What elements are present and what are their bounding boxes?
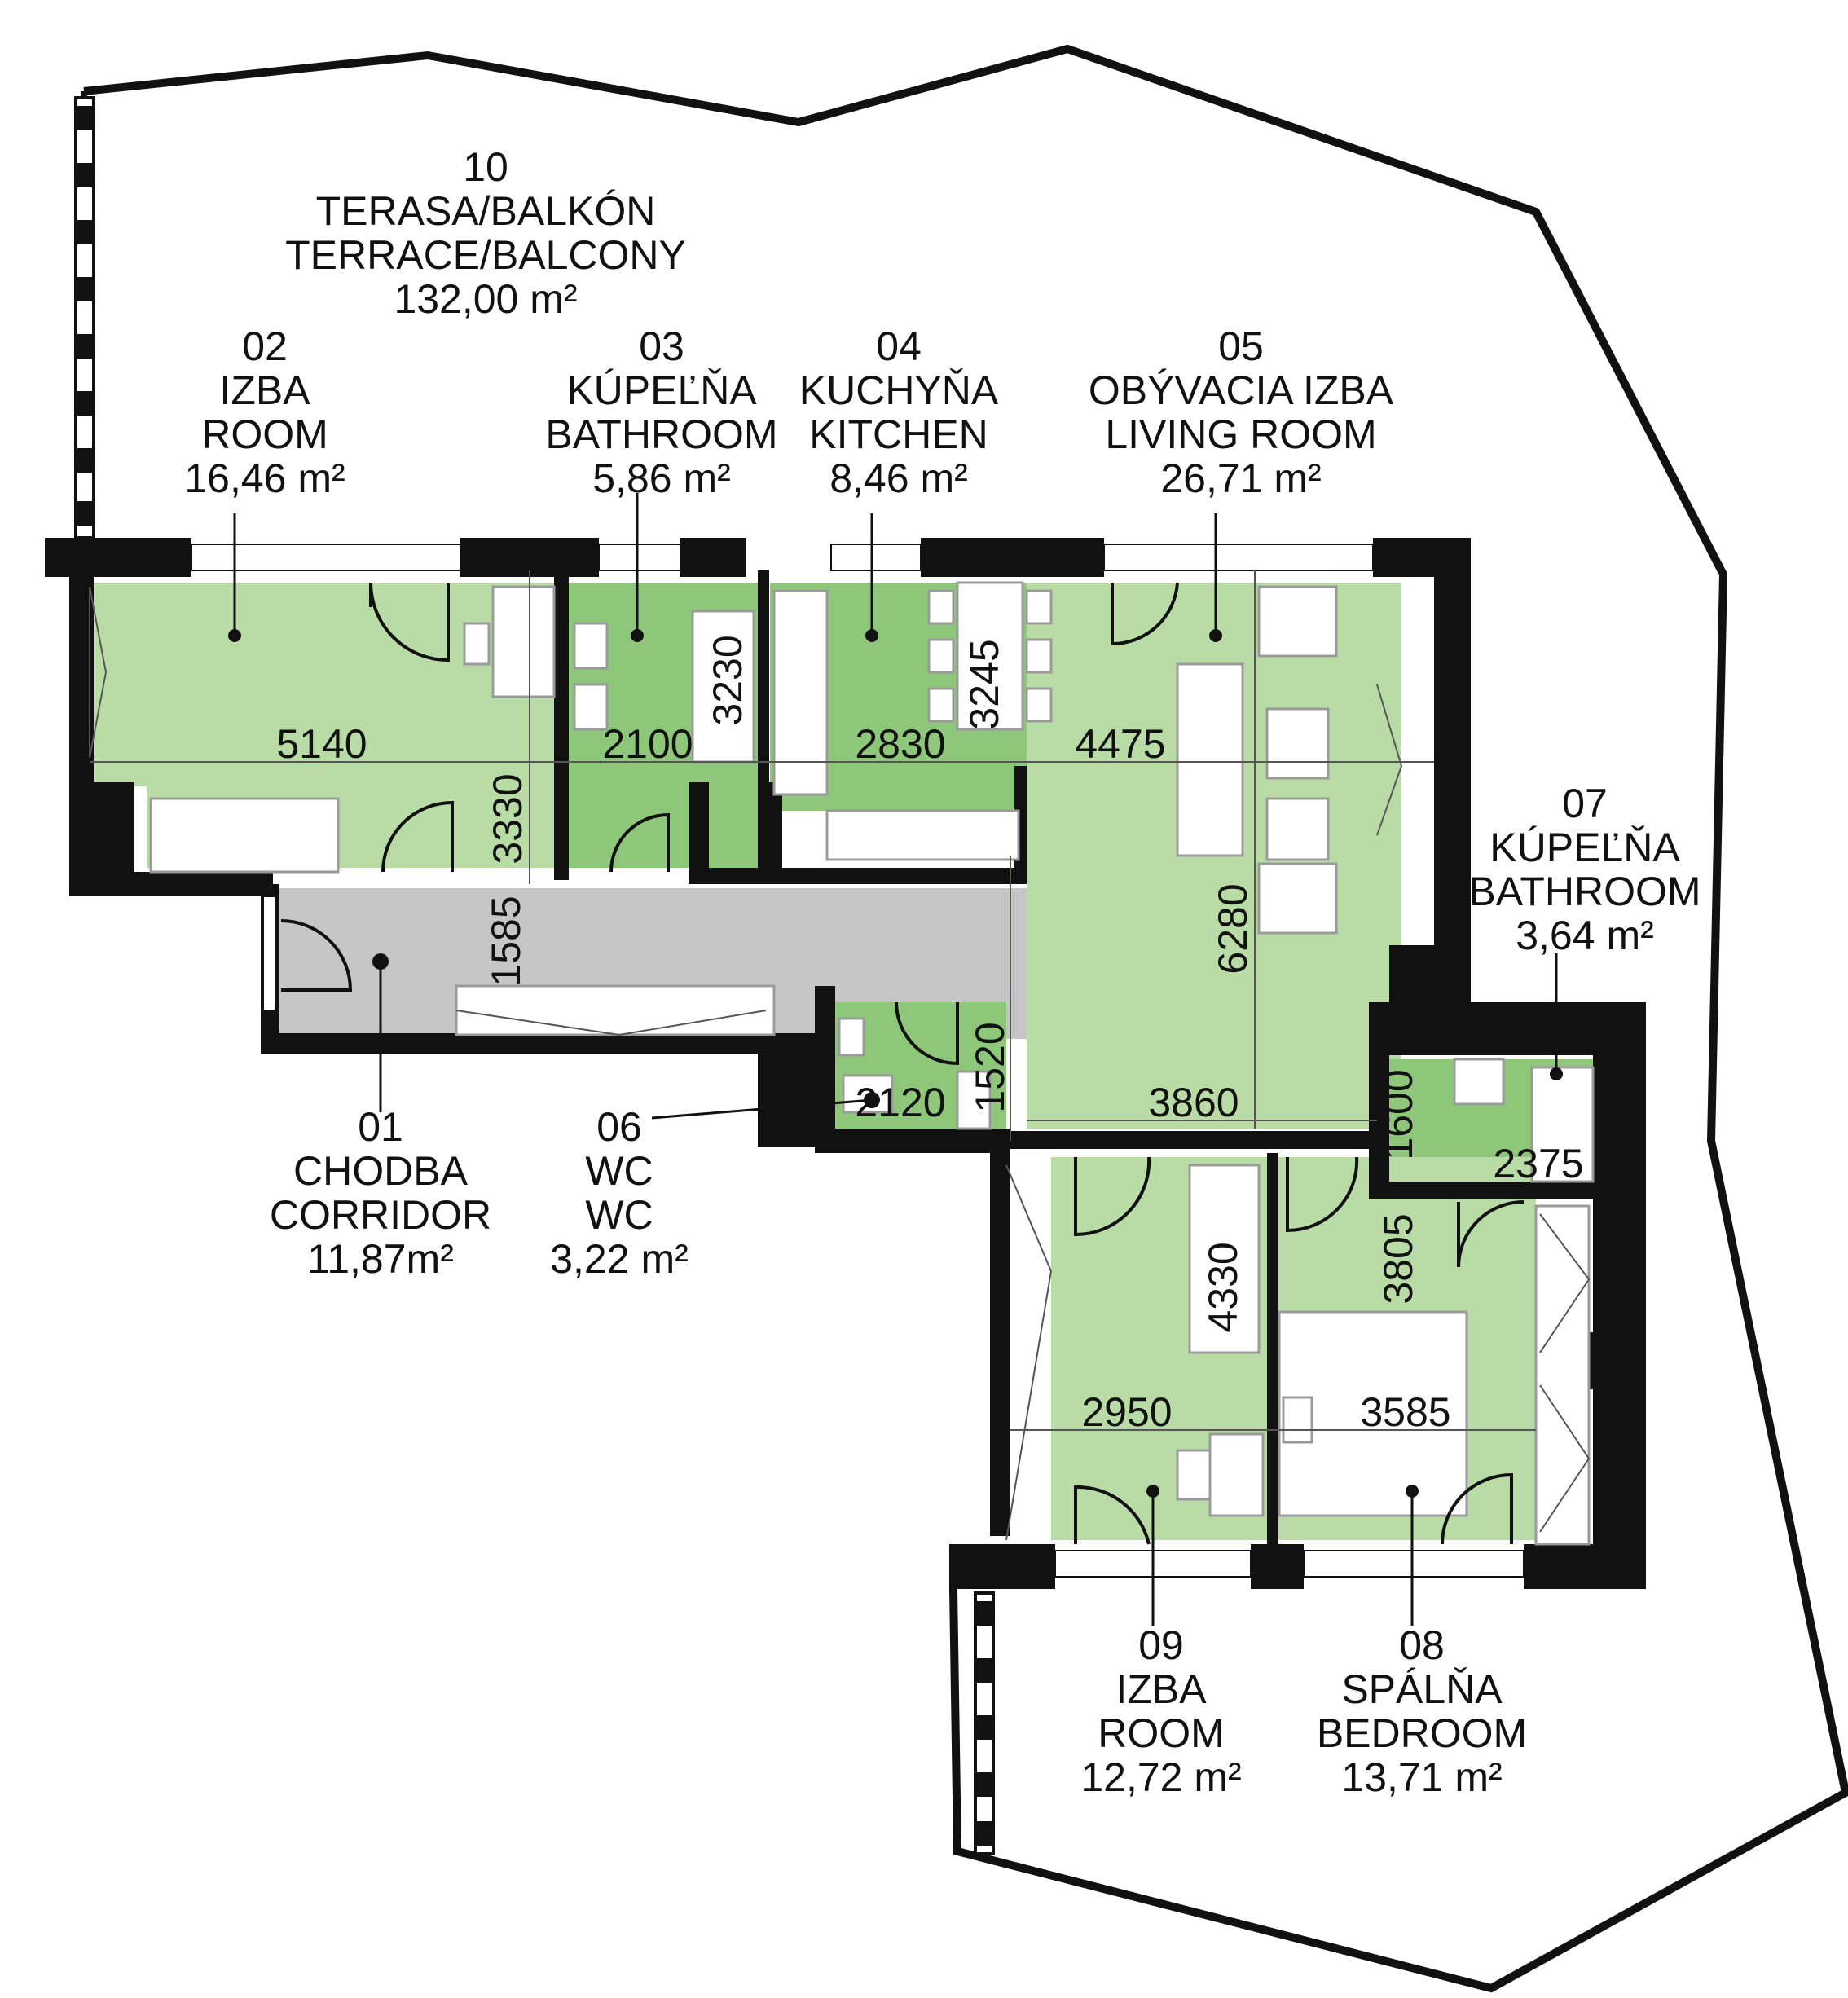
dim-1600: 1600 [1375,1069,1421,1160]
svg-text:16,46 m²: 16,46 m² [184,455,345,501]
svg-text:BATHROOM: BATHROOM [545,411,777,457]
dim-6280: 6280 [1210,883,1256,974]
dim-3230: 3230 [705,635,750,725]
svg-text:5,86 m²: 5,86 m² [592,455,731,501]
terrace-railing-bottom [974,1591,995,1855]
svg-text:13,71 m²: 13,71 m² [1341,1754,1502,1800]
dim-2950: 2950 [1081,1389,1172,1435]
svg-text:SPÁLŇA: SPÁLŇA [1341,1666,1503,1712]
dimension-lines [90,570,1536,1431]
svg-text:KITCHEN: KITCHEN [809,411,988,457]
svg-text:09: 09 [1138,1622,1184,1668]
label-wc-06: 06 WC WC 3,22 m² [550,1104,689,1282]
dim-2375: 2375 [1493,1141,1583,1186]
dim-1520: 1520 [967,1022,1013,1112]
svg-text:WC: WC [585,1192,653,1238]
svg-text:ROOM: ROOM [201,411,328,457]
svg-text:3,22 m²: 3,22 m² [550,1236,689,1282]
svg-text:OBÝVACIA IZBA: OBÝVACIA IZBA [1089,367,1394,413]
svg-text:BATHROOM: BATHROOM [1468,869,1701,914]
svg-text:08: 08 [1399,1622,1445,1668]
doors [280,582,1525,1545]
svg-text:LIVING ROOM: LIVING ROOM [1105,411,1376,457]
dim-3585: 3585 [1360,1389,1450,1435]
label-room-09: 09 IZBA ROOM 12,72 m² [1080,1622,1241,1800]
terrace-railing-left [74,96,95,539]
svg-text:WC: WC [585,1148,653,1194]
svg-text:IZBA: IZBA [1115,1666,1207,1712]
svg-text:07: 07 [1562,781,1608,826]
dim-1585: 1585 [483,896,529,986]
svg-text:01: 01 [358,1104,403,1150]
dim-3805: 3805 [1375,1213,1421,1304]
closets [89,586,1591,1541]
svg-text:06: 06 [596,1104,642,1150]
svg-text:CORRIDOR: CORRIDOR [270,1192,491,1238]
svg-text:TERRACE/BALCONY: TERRACE/BALCONY [285,232,686,278]
label-kitchen-04: 04 KUCHYŇA KITCHEN 8,46 m² [799,323,999,501]
svg-text:12,72 m²: 12,72 m² [1080,1754,1241,1800]
label-bedroom-08: 08 SPÁLŇA BEDROOM 13,71 m² [1317,1622,1527,1800]
svg-text:KÚPEĽŇA: KÚPEĽŇA [1489,825,1680,870]
dim-3245: 3245 [961,639,1007,729]
svg-text:KUCHYŇA: KUCHYŇA [799,367,999,413]
dim-3330: 3330 [485,773,530,864]
dim-3860: 3860 [1148,1080,1239,1125]
room-markers [228,493,1563,1626]
label-living-room-05: 05 OBÝVACIA IZBA LIVING ROOM 26,71 m² [1089,323,1394,501]
svg-text:05: 05 [1218,323,1264,369]
label-room-02: 02 IZBA ROOM 16,46 m² [184,323,345,501]
label-corridor-01: 01 CHODBA CORRIDOR 11,87m² [270,1104,491,1282]
dim-2120: 2120 [855,1080,945,1125]
label-terrace-10: 10 TERASA/BALKÓN TERRACE/BALCONY 132,00 … [285,144,686,322]
svg-text:10: 10 [463,144,508,190]
dim-4330: 4330 [1200,1242,1246,1332]
svg-text:26,71 m²: 26,71 m² [1160,455,1321,501]
label-bathroom-07: 07 KÚPEĽŇA BATHROOM 3,64 m² [1468,781,1701,958]
dim-2830: 2830 [855,721,945,767]
svg-text:04: 04 [876,323,922,369]
svg-text:132,00 m²: 132,00 m² [394,276,577,322]
svg-text:CHODBA: CHODBA [293,1148,469,1194]
svg-text:BEDROOM: BEDROOM [1317,1710,1527,1756]
svg-text:11,87m²: 11,87m² [307,1236,454,1282]
dim-5140: 5140 [276,721,367,767]
dim-2100: 2100 [602,721,693,767]
svg-text:03: 03 [639,323,684,369]
svg-text:IZBA: IZBA [219,367,310,413]
svg-text:ROOM: ROOM [1098,1710,1225,1756]
svg-text:3,64 m²: 3,64 m² [1516,913,1654,958]
dim-4475: 4475 [1075,721,1165,767]
svg-text:8,46 m²: 8,46 m² [829,455,968,501]
svg-text:TERASA/BALKÓN: TERASA/BALKÓN [316,188,656,234]
svg-text:02: 02 [242,323,288,369]
label-bathroom-03: 03 KÚPEĽŇA BATHROOM 5,86 m² [545,323,777,501]
terrace-outline [83,44,1848,1993]
svg-text:KÚPEĽŇA: KÚPEĽŇA [566,367,757,413]
